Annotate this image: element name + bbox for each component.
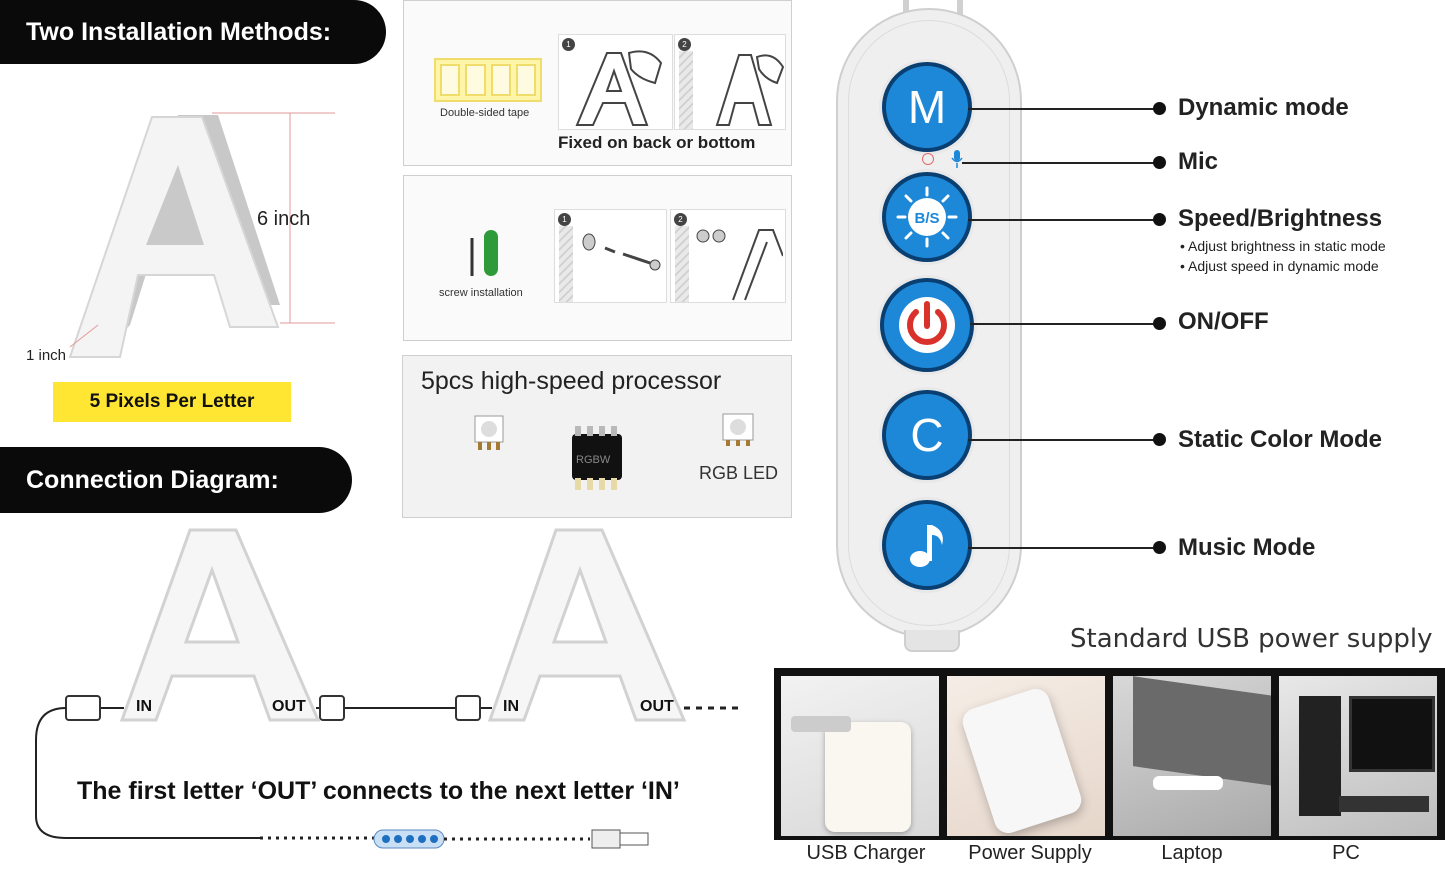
power-icon [899,297,955,353]
tape-step-1: 1 [558,34,673,130]
callout-dot [1153,102,1166,115]
installation-banner: Two Installation Methods: [0,0,386,64]
power-supply-title: Standard USB power supply [1070,624,1433,654]
mic-icon [951,150,963,168]
on-off-button[interactable] [880,278,974,372]
letter2-in-label: IN [503,698,519,715]
on-off-label: ON/OFF [1178,308,1269,335]
music-note-icon [910,525,943,567]
power-bank-photo [947,676,1105,836]
usb-charger-caption: USB Charger [806,842,926,864]
pc-photo [1279,676,1437,836]
speed-brightness-label: Speed/Brightness [1178,205,1383,232]
pixels-per-letter-badge: 5 Pixels Per Letter [53,382,291,422]
processor-chip-icon [572,426,622,490]
music-mode-label: Music Mode [1178,534,1316,561]
callout-line [968,108,1160,110]
connection-note: The first letter ‘OUT’ connects to the n… [77,777,680,805]
step-number-2: 2 [674,213,687,226]
screw-step-1: 1 [554,209,667,303]
c-glyph: C [910,409,944,461]
rgb-led-label: RGB LED [699,463,779,483]
chip-label: RGBW [576,454,611,466]
letter-mounted-icon [715,54,785,126]
letter-a-3d-illustration [68,112,335,358]
processor-panel: 5pcs high-speed processor RGBW RGB LED [402,355,792,518]
depth-dimension-label: 1 inch [26,347,67,364]
mic-indicator-icon [922,153,934,165]
tape-caption: Fixed on back or bottom [558,133,756,152]
callout-dot [1153,213,1166,226]
letter2-out-label: OUT [640,698,674,715]
step-number-1: 1 [558,213,571,226]
screw-step-2: 2 [670,209,786,303]
usb-charger-photo [781,676,939,836]
power-supply-caption: Power Supply [968,842,1092,864]
anchor-screw-icon [582,233,661,271]
laptop-caption: Laptop [1161,842,1223,864]
m-glyph: M [907,81,947,133]
pixels-per-letter-text: 5 Pixels Per Letter [89,391,255,412]
tape-label: Double-sided tape [440,107,530,119]
callout-line [968,219,1160,221]
connection-banner: Connection Diagram: [0,447,352,513]
tape-step-2: 2 [674,34,786,130]
processor-title: 5pcs high-speed processor [421,367,722,395]
callout-line [962,162,1160,164]
callout-dot [1153,541,1166,554]
dynamic-mode-button[interactable]: M [882,62,972,152]
callout-line [970,323,1160,325]
callout-dot [1153,156,1166,169]
hand-pressing-icon [575,50,663,126]
tape-icon [434,58,542,102]
pc-caption: PC [1332,842,1360,864]
static-color-button[interactable]: C [882,390,972,480]
step-number-2: 2 [678,38,691,51]
letter1-out-label: OUT [272,698,306,715]
screw-label: screw installation [439,287,523,299]
connection-diagram [35,528,740,849]
dynamic-mode-label: Dynamic mode [1178,94,1349,121]
callout-line [968,547,1160,549]
speed-note-static: • Adjust brightness in static mode [1180,238,1386,254]
letter-screw-mount-icon [696,229,783,301]
speed-brightness-button[interactable]: B/S [882,172,972,262]
height-dimension-label: 6 inch [257,208,311,230]
svg-text:B/S: B/S [914,210,939,227]
speed-note-dynamic: • Adjust speed in dynamic mode [1180,258,1379,274]
screw-icon [470,230,498,276]
static-color-label: Static Color Mode [1178,426,1383,453]
laptop-photo [1113,676,1271,836]
connection-banner-text: Connection Diagram: [26,465,279,494]
music-mode-button[interactable] [882,500,972,590]
wall-hatch [679,51,693,129]
screw-install-panel: screw installation 1 2 [403,175,792,341]
wall-hatch [559,226,573,302]
wall-hatch [675,226,689,302]
callout-line [968,439,1160,441]
installation-banner-text: Two Installation Methods: [26,17,332,46]
step-number-1: 1 [562,38,575,51]
mic-label: Mic [1178,148,1219,175]
rgb-led-icon [722,413,754,446]
controller-cable [903,0,963,18]
rgb-led-chip-icon [474,415,504,450]
callout-dot [1153,317,1166,330]
controller-plug [904,630,960,652]
letter1-in-label: IN [136,698,152,715]
tape-install-panel: Double-sided tape 1 2 Fixed on back or b… [403,0,792,166]
brightness-icon: B/S [896,186,958,248]
callout-dot [1153,433,1166,446]
